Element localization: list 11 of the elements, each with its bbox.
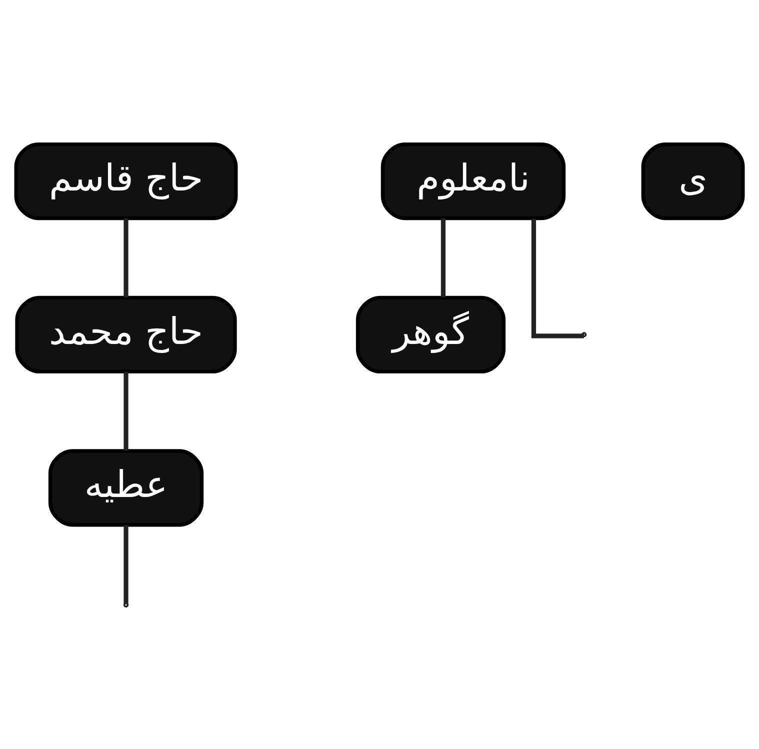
connector [531,218,584,338]
node-box: حاج محمد [15,295,237,373]
node-box: ی [641,142,745,220]
connector [440,218,446,297]
node-box: گوهر [356,295,506,373]
connector [124,371,128,450]
node-box: حاج قاسم [14,142,238,220]
node-box: عطیه [48,448,204,526]
node-box: نامعلوم [380,142,566,220]
connector [124,524,128,604]
connector [124,218,128,297]
